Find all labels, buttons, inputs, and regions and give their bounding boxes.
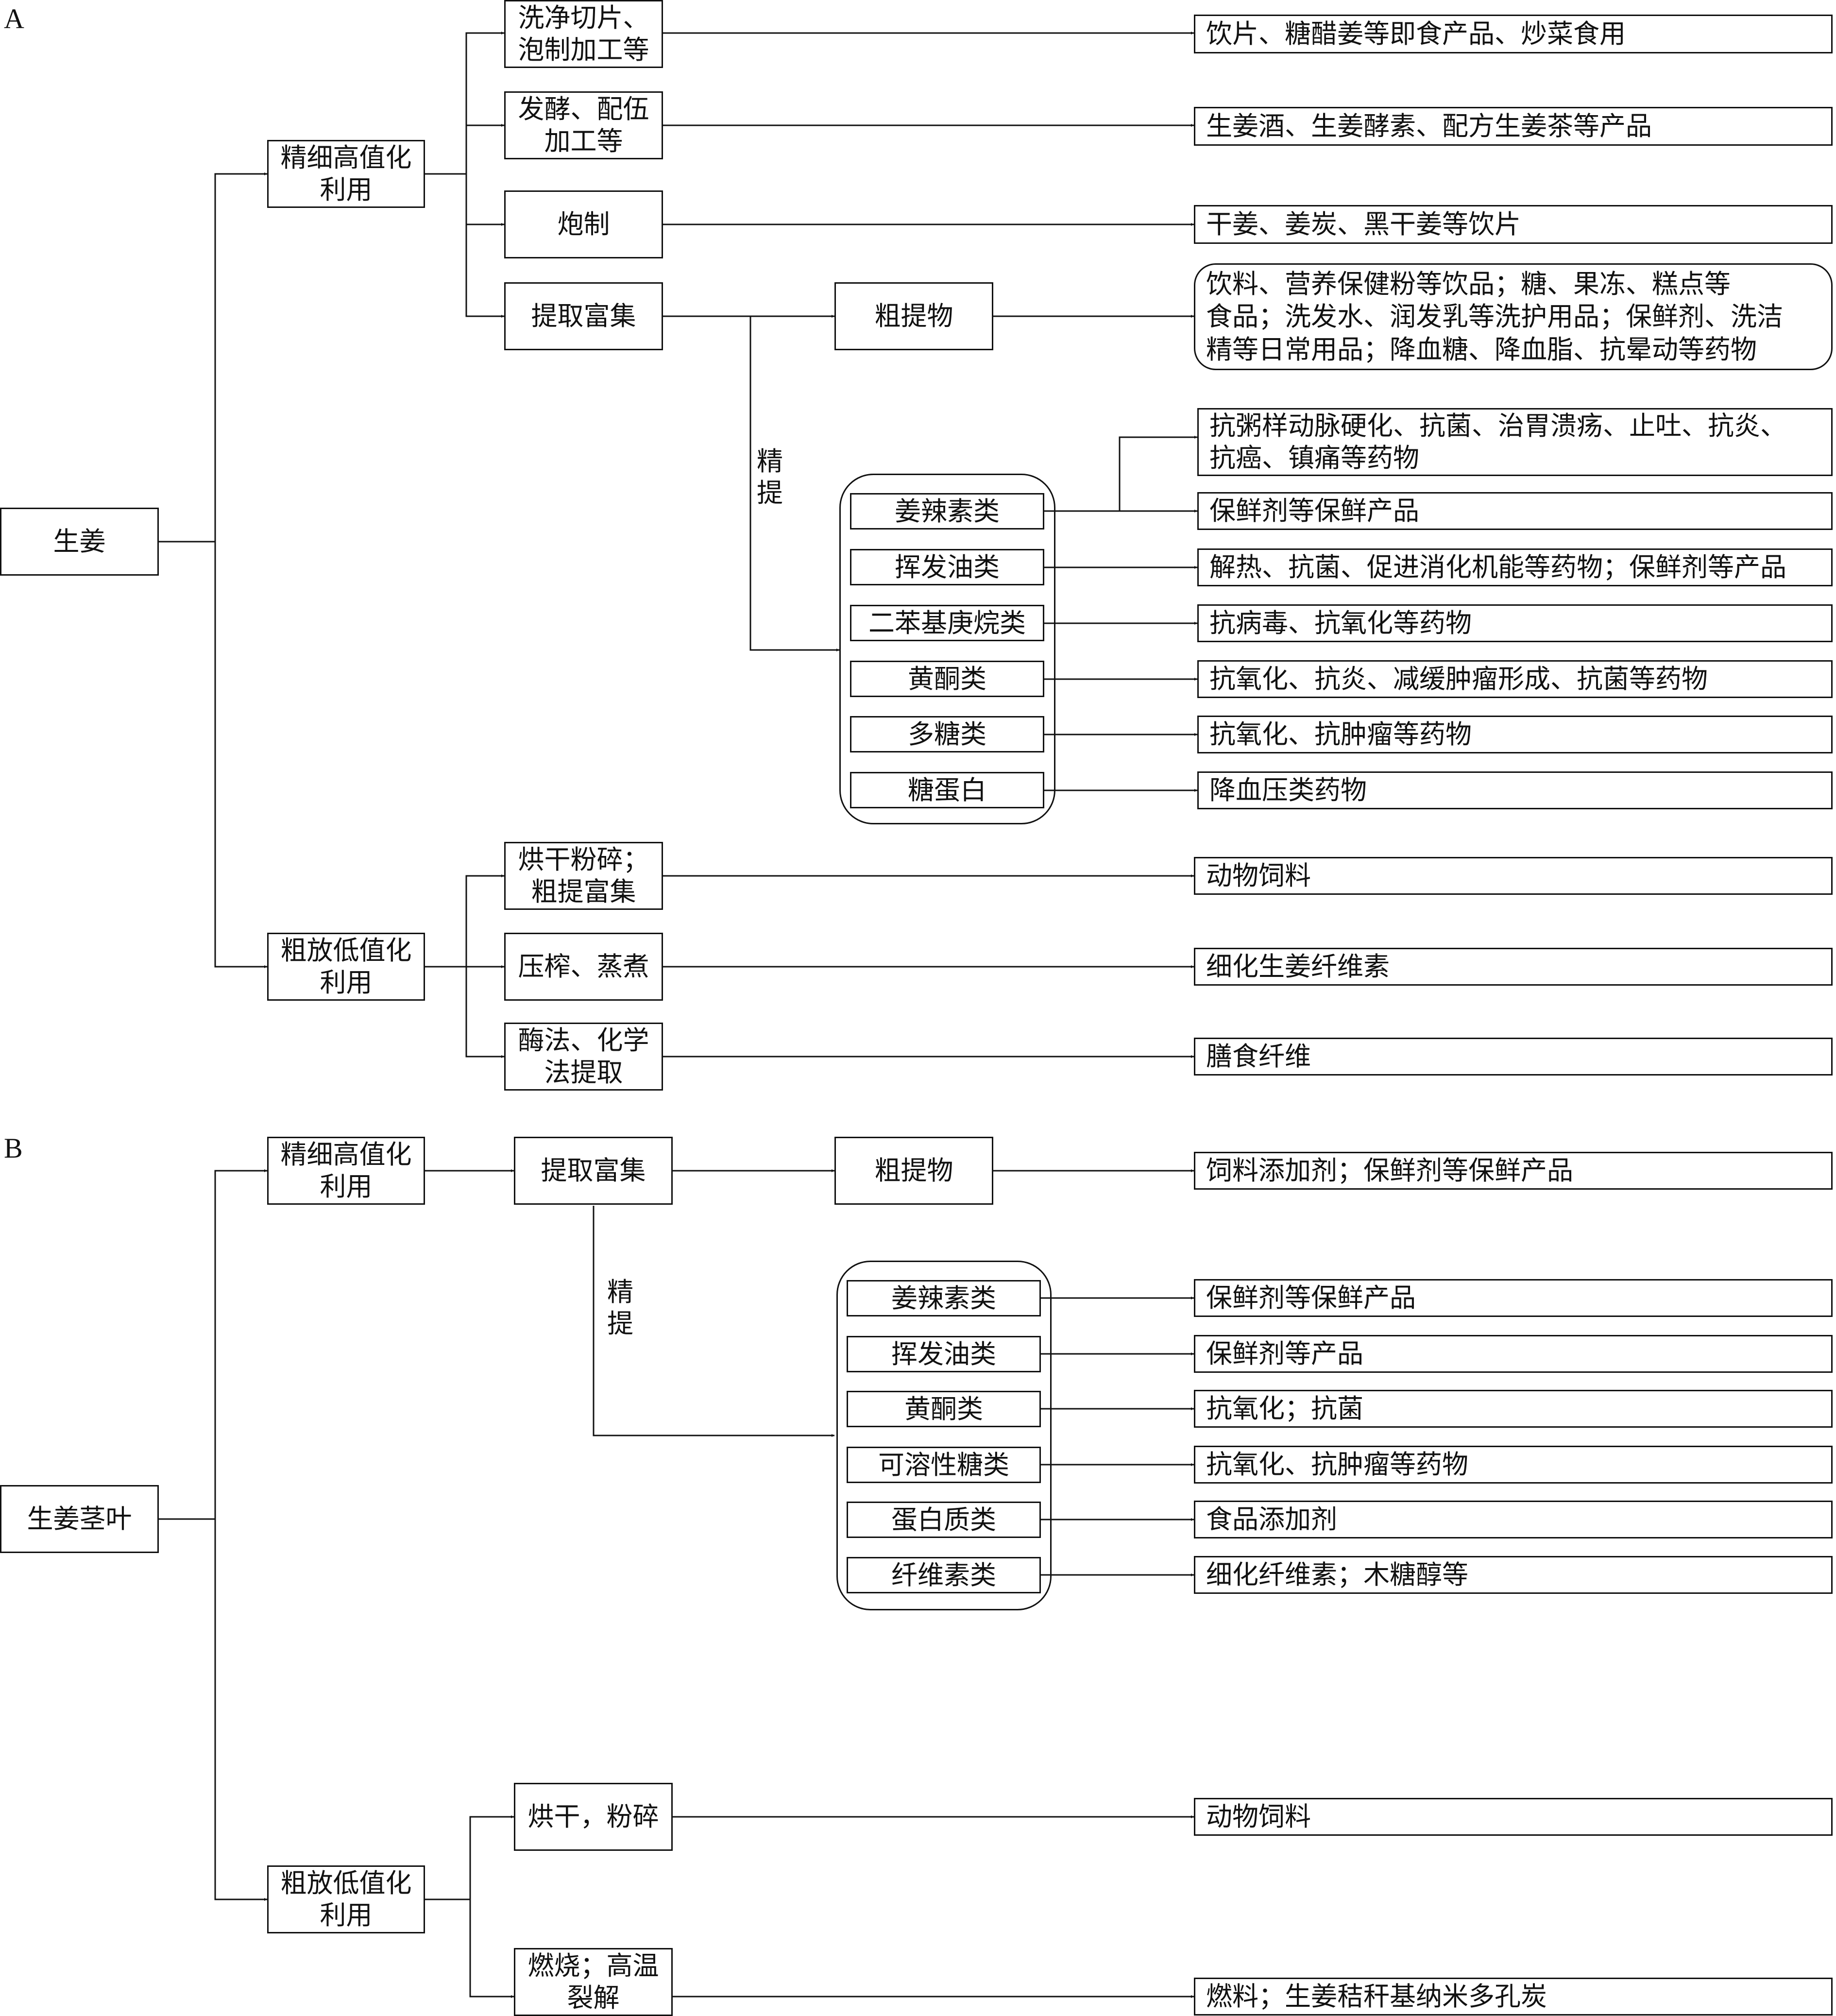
product-b-soluble-sugar: 抗氧化、抗肿瘤等药物 xyxy=(1194,1446,1833,1484)
product-b-feed: 动物饲料 xyxy=(1194,1798,1833,1836)
component-a-volatile-oil: 挥发油类 xyxy=(850,549,1044,585)
step-burn-pyrolysis: 燃烧；高温 裂解 xyxy=(514,1948,673,2016)
component-b-flavonoid: 黄酮类 xyxy=(847,1391,1041,1427)
component-a-gingerol: 姜辣素类 xyxy=(850,493,1044,530)
component-b-protein: 蛋白质类 xyxy=(847,1502,1041,1538)
product-a-glycoprotein: 降血压类药物 xyxy=(1197,771,1833,809)
product-a-cellulose: 细化生姜纤维素 xyxy=(1194,948,1833,986)
product-b-cellulose: 细化纤维素；木糖醇等 xyxy=(1194,1556,1833,1594)
step-crude-extract-b: 粗提物 xyxy=(834,1137,993,1205)
root-ginger: 生姜 xyxy=(0,508,159,576)
product-a-diarylheptanoid: 抗病毒、抗氧化等药物 xyxy=(1197,604,1833,642)
product-b-gingerol: 保鲜剂等保鲜产品 xyxy=(1194,1279,1833,1317)
product-a-process: 干姜、姜炭、黑干姜等饮片 xyxy=(1194,205,1833,244)
component-b-volatile-oil: 挥发油类 xyxy=(847,1336,1041,1372)
branch-high-value-a: 精细高值化 利用 xyxy=(267,140,425,208)
refine-label-a: 精 提 xyxy=(757,446,783,508)
product-a-wash: 饮片、糖醋姜等即食产品、炒菜食用 xyxy=(1194,15,1833,53)
branch-low-value-b: 粗放低值化 利用 xyxy=(267,1865,425,1933)
product-b-protein: 食品添加剂 xyxy=(1194,1501,1833,1538)
component-b-soluble-sugar: 可溶性糖类 xyxy=(847,1447,1041,1483)
step-enzyme-extract: 酶法、化学 法提取 xyxy=(504,1023,663,1091)
step-extract-a: 提取富集 xyxy=(504,282,663,350)
product-a-gingerol-drug: 抗粥样动脉硬化、抗菌、治胃溃疡、止吐、抗炎、 抗癌、镇痛等药物 xyxy=(1197,408,1833,476)
step-ferment: 发酵、配伍 加工等 xyxy=(504,91,663,159)
component-group-a xyxy=(839,474,1055,824)
product-a-gingerol-preserve: 保鲜剂等保鲜产品 xyxy=(1197,492,1833,530)
product-b-volatile-oil: 保鲜剂等产品 xyxy=(1194,1335,1833,1373)
product-b-flavonoid: 抗氧化；抗菌 xyxy=(1194,1390,1833,1428)
step-dry-grind-b: 烘干，粉碎 xyxy=(514,1783,673,1851)
step-extract-b: 提取富集 xyxy=(514,1137,673,1205)
component-a-flavonoid: 黄酮类 xyxy=(850,661,1044,697)
step-press-boil: 压榨、蒸煮 xyxy=(504,933,663,1001)
refine-label-b: 精 提 xyxy=(607,1277,633,1339)
panel-label-a: A xyxy=(4,3,24,34)
branch-low-value-a: 粗放低值化 利用 xyxy=(267,933,425,1001)
product-a-dietary-fiber: 膳食纤维 xyxy=(1194,1038,1833,1076)
product-a-polysaccharide: 抗氧化、抗肿瘤等药物 xyxy=(1197,716,1833,753)
component-a-glycoprotein: 糖蛋白 xyxy=(850,772,1044,808)
panel-label-b: B xyxy=(4,1132,23,1164)
component-b-gingerol: 姜辣素类 xyxy=(847,1280,1041,1316)
step-wash-slice: 洗净切片、 泡制加工等 xyxy=(504,0,663,68)
product-a-volatile-oil: 解热、抗菌、促进消化机能等药物；保鲜剂等产品 xyxy=(1197,548,1833,586)
step-process: 炮制 xyxy=(504,190,663,258)
step-dry-grind-a: 烘干粉碎； 粗提富集 xyxy=(504,842,663,910)
product-a-crude: 饮料、营养保健粉等饮品；糖、果冻、糕点等 食品；洗发水、润发乳等洗护用品；保鲜剂… xyxy=(1194,263,1833,370)
product-b-fuel-carbon: 燃料；生姜秸秆基纳米多孔炭 xyxy=(1194,1978,1833,2016)
product-a-flavonoid: 抗氧化、抗炎、减缓肿瘤形成、抗菌等药物 xyxy=(1197,660,1833,698)
product-b-crude: 饲料添加剂；保鲜剂等保鲜产品 xyxy=(1194,1152,1833,1190)
product-a-feed: 动物饲料 xyxy=(1194,857,1833,895)
component-b-cellulose: 纤维素类 xyxy=(847,1557,1041,1593)
component-a-polysaccharide: 多糖类 xyxy=(850,716,1044,752)
root-ginger-stem-leaf: 生姜茎叶 xyxy=(0,1485,159,1553)
component-group-b xyxy=(836,1261,1052,1610)
component-a-diarylheptanoid: 二苯基庚烷类 xyxy=(850,605,1044,641)
branch-high-value-b: 精细高值化 利用 xyxy=(267,1137,425,1205)
step-crude-extract-a: 粗提物 xyxy=(834,282,993,350)
product-a-ferment: 生姜酒、生姜酵素、配方生姜茶等产品 xyxy=(1194,107,1833,146)
